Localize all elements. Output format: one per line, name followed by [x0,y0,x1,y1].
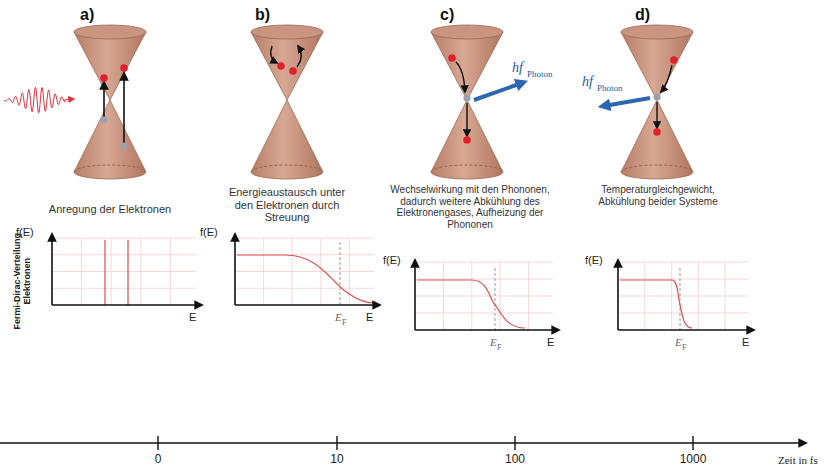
axis-title: Zeit in fs [778,454,818,467]
fermi-subscript: F [342,318,346,327]
fermi-subscript: F [497,343,501,352]
axis-label: E [547,336,554,349]
axis-label: E [742,336,749,349]
axis-label: f(E) [585,254,603,267]
grid-line [618,279,748,280]
grid-line [415,279,553,280]
panel-letter: c) [440,6,454,24]
axis-label: f(E) [200,226,218,239]
photon-subscript: Photon [527,69,553,79]
step-caption: Anregung der Elektronen [48,203,172,216]
time-tick: 0 [138,453,178,467]
step-caption: Wechselwirkung mit den Phononen, dadurch… [380,184,560,230]
axis-label: E [366,311,373,324]
axis-label: E [189,311,196,324]
panel-letter: a) [80,6,94,24]
grid-line [52,238,196,239]
time-tick: 1000 [673,453,713,467]
grid-line [618,296,748,297]
axis-label: f(E) [383,254,401,267]
fermi-energy: E [335,311,342,324]
grid-line [415,262,553,263]
grid-line [415,313,553,314]
row-label: Fermi-Dirac-Verteilung Elektronen [12,225,33,337]
grid-line [52,254,196,255]
grid-line [235,288,374,289]
step-caption: Energieaustausch unter den Elektronen du… [225,186,349,224]
grid-line [618,313,748,314]
grid-line [618,262,748,263]
axis-label: f(E) [16,226,34,239]
photon-subscript: Photon [597,83,623,93]
grid-line [235,238,374,239]
panel-letter: d) [635,6,650,24]
time-tick: 10 [317,453,357,467]
panel-letter: b) [255,6,270,24]
photon-energy: hf [512,60,523,76]
grid-line [52,271,196,272]
step-caption: Temperaturgleichgewicht, Abkühlung beide… [583,184,733,207]
time-tick: 100 [495,453,535,467]
fermi-subscript: F [682,343,686,352]
grid-line [415,296,553,297]
grid-line [52,288,196,289]
fermi-energy: E [675,336,682,349]
grid-line [235,271,374,272]
fermi-energy: E [490,336,497,349]
photon-energy: hf [582,74,593,90]
